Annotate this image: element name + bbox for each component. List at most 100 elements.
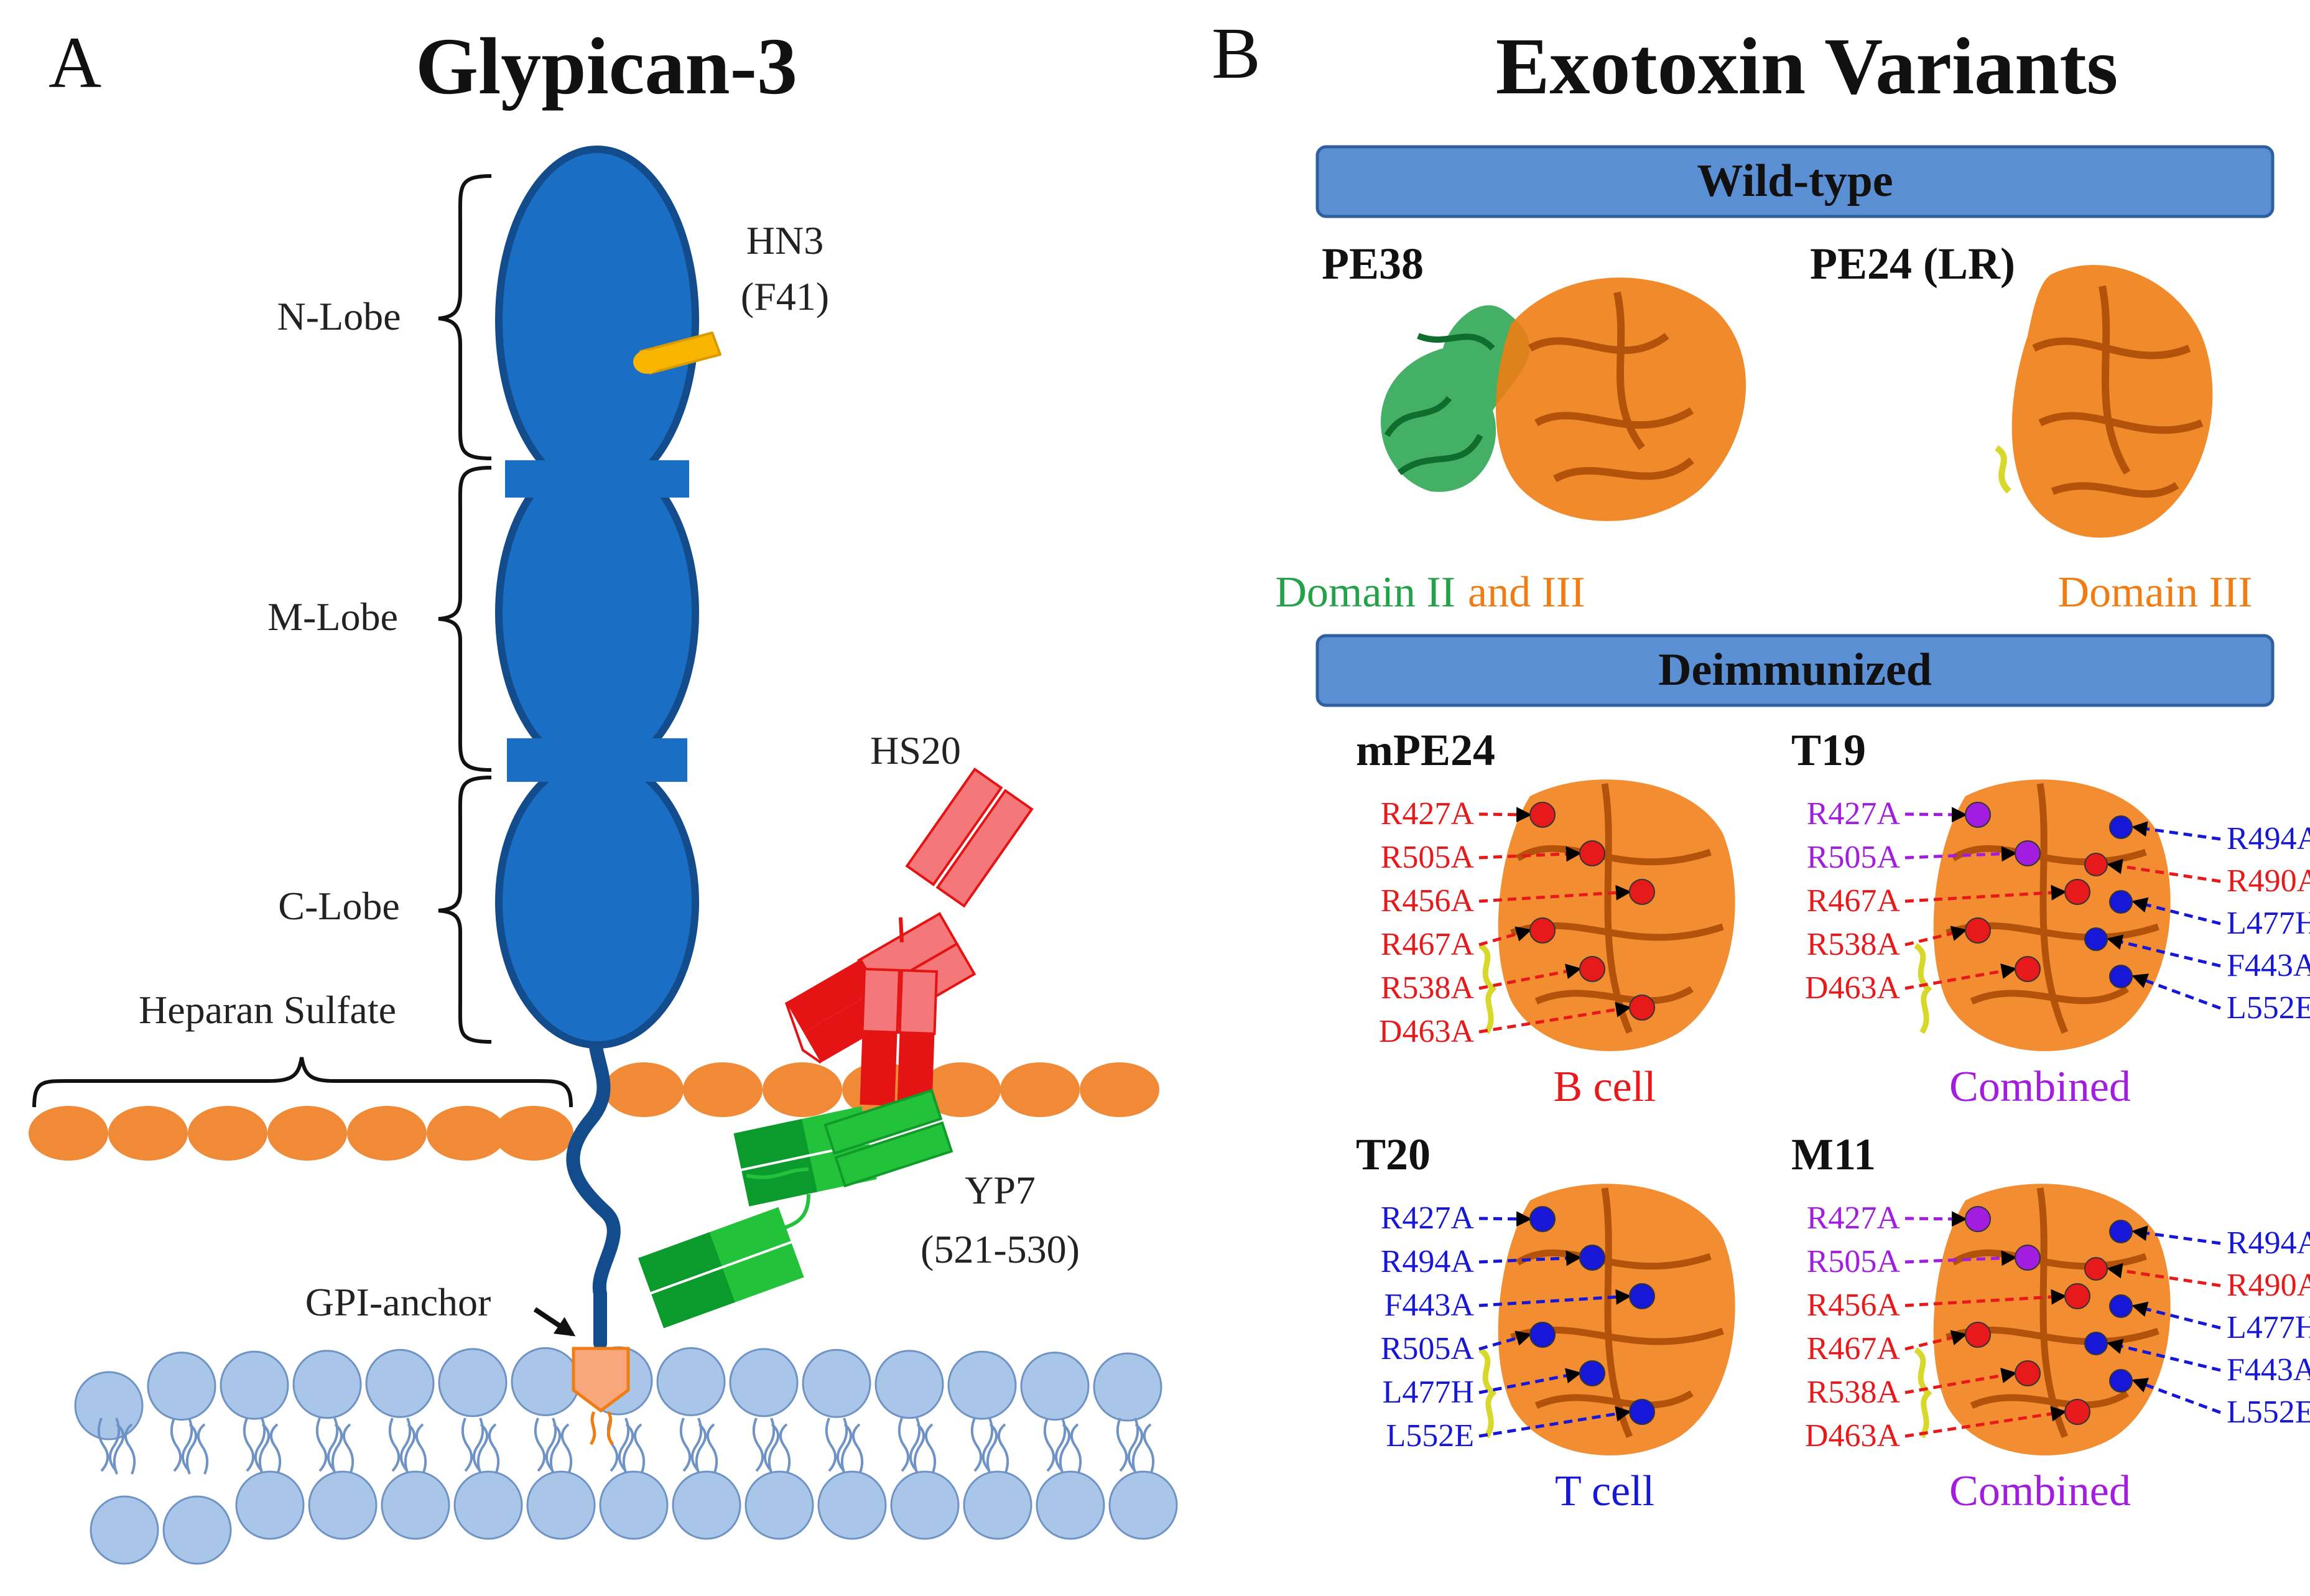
lipid-head-bottom: [381, 1470, 450, 1540]
mutation-site: [2109, 965, 2133, 988]
lipid-head-top: [74, 1371, 144, 1441]
deimmunized-banner: [1315, 634, 2275, 707]
helix-segment: [1478, 943, 1497, 1034]
mutation-site: [2064, 879, 2090, 905]
mutation-site: [2109, 1220, 2133, 1243]
mutation-label: D463A: [1805, 970, 1901, 1006]
lipid-tail-bottom: [549, 1423, 573, 1475]
mutation-pointer: [2131, 1301, 2221, 1330]
heparan-unit: [29, 1106, 108, 1161]
heparan-unit: [347, 1106, 427, 1161]
lipid-head-top: [802, 1348, 871, 1418]
lipid-tail-bottom: [622, 1423, 646, 1475]
m-lobe-brace: [438, 466, 492, 772]
pe24-name: PE24 (LR): [1810, 239, 2015, 289]
lipid-head-top: [729, 1348, 799, 1417]
mutation-label: D463A: [1379, 1014, 1475, 1049]
mutation-label: R427A: [1807, 1200, 1901, 1236]
lipid-tail-top: [315, 1417, 339, 1472]
mutation-label: R505A: [1807, 1244, 1901, 1279]
mutation-label: R456A: [1807, 1287, 1901, 1323]
c-lobe-label: C-Lobe: [278, 884, 400, 928]
lipid-tail-bottom: [986, 1423, 1009, 1475]
mutation-pointer: [1478, 1406, 1631, 1438]
mutation-pointer: [1478, 1001, 1631, 1034]
lipid-tail-bottom: [840, 1423, 864, 1475]
lipid-head-bottom: [817, 1470, 887, 1540]
variant-name: mPE24: [1356, 725, 1495, 775]
mutation-label: R538A: [1807, 927, 1901, 962]
lipid-tail-top: [170, 1417, 193, 1472]
mutation-site: [1529, 802, 1556, 828]
n-lobe-label: N-Lobe: [277, 294, 401, 338]
mutation-site: [1529, 917, 1556, 944]
mutation-label: F443A: [1385, 1287, 1475, 1323]
lipid-head-bottom: [890, 1470, 960, 1540]
lipid-head-bottom: [599, 1470, 669, 1540]
mutation-site: [1965, 1206, 1991, 1232]
panel-b: B Exotoxin Variants Wild-type Deimmunize…: [1212, 12, 2310, 1515]
yp7-antibody: [638, 1088, 953, 1329]
heparan-sulfate-brace: [32, 1057, 573, 1108]
lipid-head-bottom: [672, 1470, 741, 1540]
mutation-label: L552E: [2227, 990, 2310, 1026]
mutation-label: L477H: [2227, 906, 2310, 941]
lipid-tail-top: [243, 1417, 266, 1472]
mutation-site: [1629, 1283, 1655, 1309]
heparan-unit: [108, 1106, 188, 1161]
mutation-pointer: [2131, 1378, 2221, 1414]
mutation-site: [2109, 1369, 2133, 1393]
n-lobe-shape: [495, 146, 699, 495]
lipid-tail-top: [752, 1417, 776, 1472]
panel-a-letter: A: [49, 22, 101, 103]
lipid-head-bottom: [453, 1470, 523, 1540]
mutation-site: [2015, 1360, 2041, 1386]
lipid-head-bottom: [526, 1470, 596, 1540]
mutation-label: R494A: [2227, 1225, 2310, 1261]
mutation-pointer: [1904, 926, 1967, 947]
panel-a-title: Glypican-3: [415, 22, 797, 111]
heparan-unit: [921, 1062, 1001, 1117]
hn3-label: HN3: [746, 218, 823, 262]
heparan-unit: [683, 1062, 763, 1117]
lipid-tail-top: [1116, 1417, 1139, 1472]
lipid-head-top: [1020, 1352, 1090, 1421]
mutation-pointer: [2131, 973, 2221, 1010]
mutation-label: R494A: [2227, 821, 2310, 856]
helix-segment: [1914, 1347, 1932, 1439]
lipid-head-top: [292, 1350, 362, 1419]
heparan-unit: [427, 1106, 506, 1161]
pe24-caption: Domain III: [2058, 568, 2253, 616]
mutation-pointer: [1478, 963, 1582, 990]
lipid-tail-bottom: [768, 1423, 791, 1475]
mutation-site: [1629, 1399, 1655, 1425]
mutation-label: L552E: [1386, 1418, 1474, 1454]
lipid-head-top: [511, 1347, 580, 1416]
mutation-pointer: [1904, 807, 1967, 823]
lipid-tail-top: [679, 1417, 703, 1472]
mutation-label: F443A: [2227, 1352, 2310, 1388]
mutation-site: [1629, 879, 1655, 905]
variant-caption: T cell: [1555, 1467, 1654, 1515]
helix-segment: [1478, 1347, 1497, 1439]
mutation-label: R505A: [1807, 840, 1901, 875]
lipid-head-top: [438, 1348, 508, 1417]
lipid-tail-bottom: [476, 1423, 500, 1475]
mutation-label: R467A: [1807, 1331, 1901, 1366]
m-lobe-shape: [495, 450, 699, 775]
mutation-pointer: [2107, 1263, 2221, 1287]
wildtype-banner: [1315, 145, 2275, 218]
mutation-site: [1529, 1206, 1556, 1232]
mutation-label: R490A: [2227, 1268, 2310, 1303]
mutation-pointer: [1904, 1289, 2067, 1307]
mutation-pointer: [1904, 884, 2067, 903]
mutation-label: R467A: [1381, 927, 1475, 962]
mutation-pointer: [1904, 1250, 2017, 1266]
mutation-label: R490A: [2227, 863, 2310, 899]
lobe-braces: [32, 174, 573, 1108]
mutation-site: [2015, 1245, 2041, 1271]
lipid-tail-bottom: [113, 1423, 136, 1475]
variant-name: T19: [1791, 725, 1866, 775]
